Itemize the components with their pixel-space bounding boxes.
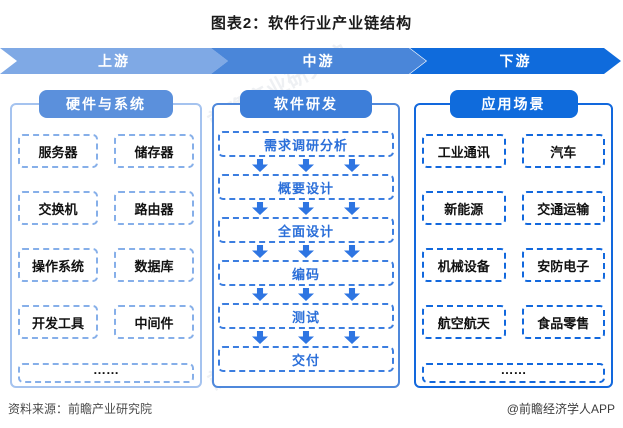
upstream-item: 储存器	[114, 134, 194, 168]
upstream-header: 硬件与系统	[39, 90, 173, 118]
upstream-item-grid: 服务器 储存器 交换机 路由器 操作系统 数据库 开发工具 中间件 ……	[12, 105, 200, 383]
midstream-panel: 软件研发 需求调研分析 概要设计 全面设计 编码	[212, 90, 400, 388]
down-arrow-icon	[252, 331, 268, 344]
down-arrow-icon	[298, 202, 314, 215]
upstream-item: 服务器	[18, 134, 98, 168]
downstream-item: 交通运输	[521, 191, 605, 225]
credit-note: @前瞻经济学人APP	[506, 402, 615, 416]
down-arrow-icon	[298, 245, 314, 258]
flow-step: 编码	[218, 260, 394, 286]
midstream-header: 软件研发	[240, 90, 372, 118]
downstream-panel: 应用场景 工业通讯 汽车 新能源 交通运输 机械设备 安防电子 航空航天 食品零…	[414, 90, 613, 388]
down-arrow-icon	[252, 159, 268, 172]
stage-midstream: 中游	[211, 48, 426, 74]
flow-arrow-row	[218, 330, 394, 345]
upstream-panel: 硬件与系统 服务器 储存器 交换机 路由器 操作系统 数据库 开发工具 中间件 …	[10, 90, 202, 388]
down-arrow-icon	[298, 331, 314, 344]
upstream-item: 中间件	[114, 305, 194, 339]
downstream-item: 航空航天	[422, 305, 506, 339]
down-arrow-icon	[344, 245, 360, 258]
flow-step: 概要设计	[218, 174, 394, 200]
down-arrow-icon	[252, 245, 268, 258]
flow-step: 交付	[218, 346, 394, 372]
downstream-item: 食品零售	[521, 305, 605, 339]
down-arrow-icon	[252, 202, 268, 215]
flow-step: 测试	[218, 303, 394, 329]
flow-arrow-row	[218, 287, 394, 302]
upstream-item: 数据库	[114, 248, 194, 282]
source-note: 资料来源：前瞻产业研究院	[8, 402, 153, 416]
downstream-item: 机械设备	[422, 248, 506, 282]
flow-step: 全面设计	[218, 217, 394, 243]
upstream-item: 开发工具	[18, 305, 98, 339]
page-title: 图表2：软件行业产业链结构	[210, 15, 413, 32]
flow-step: 需求调研分析	[218, 131, 394, 157]
flow-arrow-row	[218, 158, 394, 173]
downstream-header: 应用场景	[449, 90, 578, 118]
down-arrow-icon	[344, 159, 360, 172]
downstream-item-grid: 工业通讯 汽车 新能源 交通运输 机械设备 安防电子 航空航天 食品零售 ……	[416, 105, 611, 383]
down-arrow-icon	[298, 159, 314, 172]
down-arrow-icon	[344, 331, 360, 344]
downstream-item: 汽车	[521, 134, 605, 168]
flow-arrow-row	[218, 244, 394, 259]
downstream-item: 安防电子	[521, 248, 605, 282]
upstream-item: 交换机	[18, 191, 98, 225]
stage-downstream: 下游	[410, 48, 621, 74]
down-arrow-icon	[252, 288, 268, 301]
upstream-item: 路由器	[114, 191, 194, 225]
down-arrow-icon	[344, 288, 360, 301]
down-arrow-icon	[298, 288, 314, 301]
upstream-more-item: ……	[18, 363, 194, 383]
midstream-flow: 需求调研分析 概要设计 全面设计 编码	[214, 105, 398, 372]
upstream-item: 操作系统	[18, 248, 98, 282]
downstream-more-item: ……	[422, 363, 605, 383]
down-arrow-icon	[344, 202, 360, 215]
downstream-item: 工业通讯	[422, 134, 506, 168]
downstream-item: 新能源	[422, 191, 506, 225]
stage-upstream: 上游	[0, 48, 228, 74]
flow-arrow-row	[218, 201, 394, 216]
